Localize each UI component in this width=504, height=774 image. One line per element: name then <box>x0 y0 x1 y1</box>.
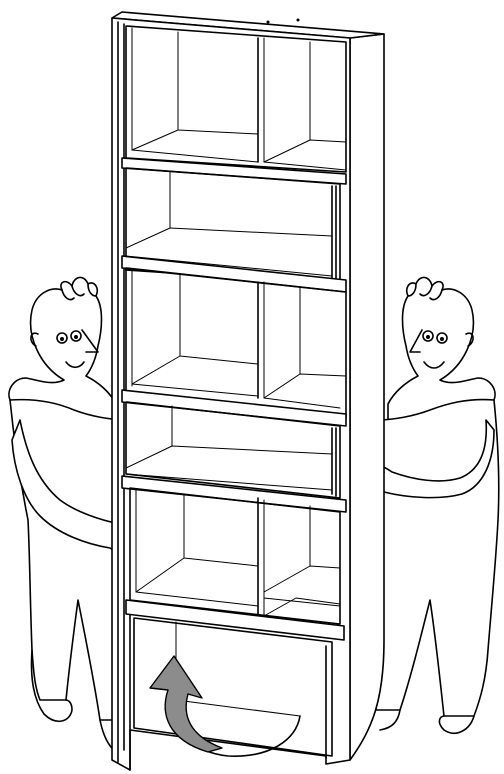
bookcase-icon <box>112 12 384 770</box>
